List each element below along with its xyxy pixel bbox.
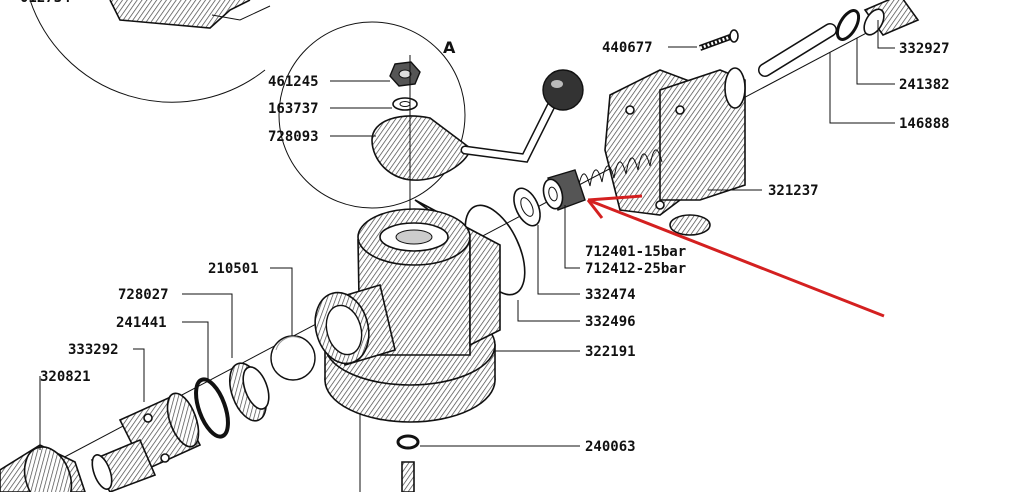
top-left-detail: 012734 — [20, 0, 271, 103]
piston-712401 — [542, 169, 586, 211]
label-332474: 332474 — [585, 287, 636, 303]
ball-210501 — [270, 335, 316, 381]
bottom-pin — [401, 461, 415, 492]
label-728027: 728027 — [118, 287, 169, 303]
upper-right-parts — [464, 0, 920, 296]
label-712412: 712412-25bar — [585, 261, 686, 277]
label-240063: 240063 — [585, 439, 636, 455]
label-461245: 461245 — [268, 74, 319, 90]
label-241441: 241441 — [116, 315, 167, 331]
partial-lever-rod — [211, 5, 271, 21]
label-712401: 712401-15bar — [585, 244, 686, 260]
leader-lines — [39, 20, 895, 450]
lever-knob — [542, 69, 584, 111]
label-321237: 321237 — [768, 183, 819, 199]
label-top-left-fragment: 012734 — [20, 0, 71, 6]
label-440677: 440677 — [602, 40, 653, 56]
cam-lever-base — [371, 115, 471, 181]
red-arrow-bottom-barb — [586, 199, 604, 219]
detail-circle — [278, 21, 466, 209]
oring-241382 — [835, 9, 861, 41]
detail-circle-a: A — [278, 21, 584, 230]
label-163737: 163737 — [268, 101, 319, 117]
red-annotation-arrow — [586, 194, 885, 318]
nut-hole — [398, 69, 412, 79]
label-322191: 322191 — [585, 344, 636, 360]
spring — [577, 149, 663, 191]
oring-241441 — [194, 377, 230, 439]
label-332927: 332927 — [899, 41, 950, 57]
label-728093: 728093 — [268, 129, 319, 145]
partial-lever-part — [109, 0, 251, 29]
lower-left-parts — [0, 335, 420, 492]
label-333292: 333292 — [68, 342, 119, 358]
main-body-322191 — [314, 199, 501, 423]
label-210501: 210501 — [208, 261, 259, 277]
oring-240063 — [396, 434, 420, 450]
part-labels: 440677 332927 241382 146888 321237 46124… — [40, 40, 950, 455]
label-320821: 320821 — [40, 369, 91, 385]
red-arrow-line — [587, 198, 885, 318]
red-arrow-top-barb — [587, 194, 643, 202]
partial-detail-circle — [29, 0, 266, 103]
detail-letter: A — [443, 38, 456, 57]
label-146888: 146888 — [899, 116, 950, 132]
label-241382: 241382 — [899, 77, 950, 93]
label-332496: 332496 — [585, 314, 636, 330]
